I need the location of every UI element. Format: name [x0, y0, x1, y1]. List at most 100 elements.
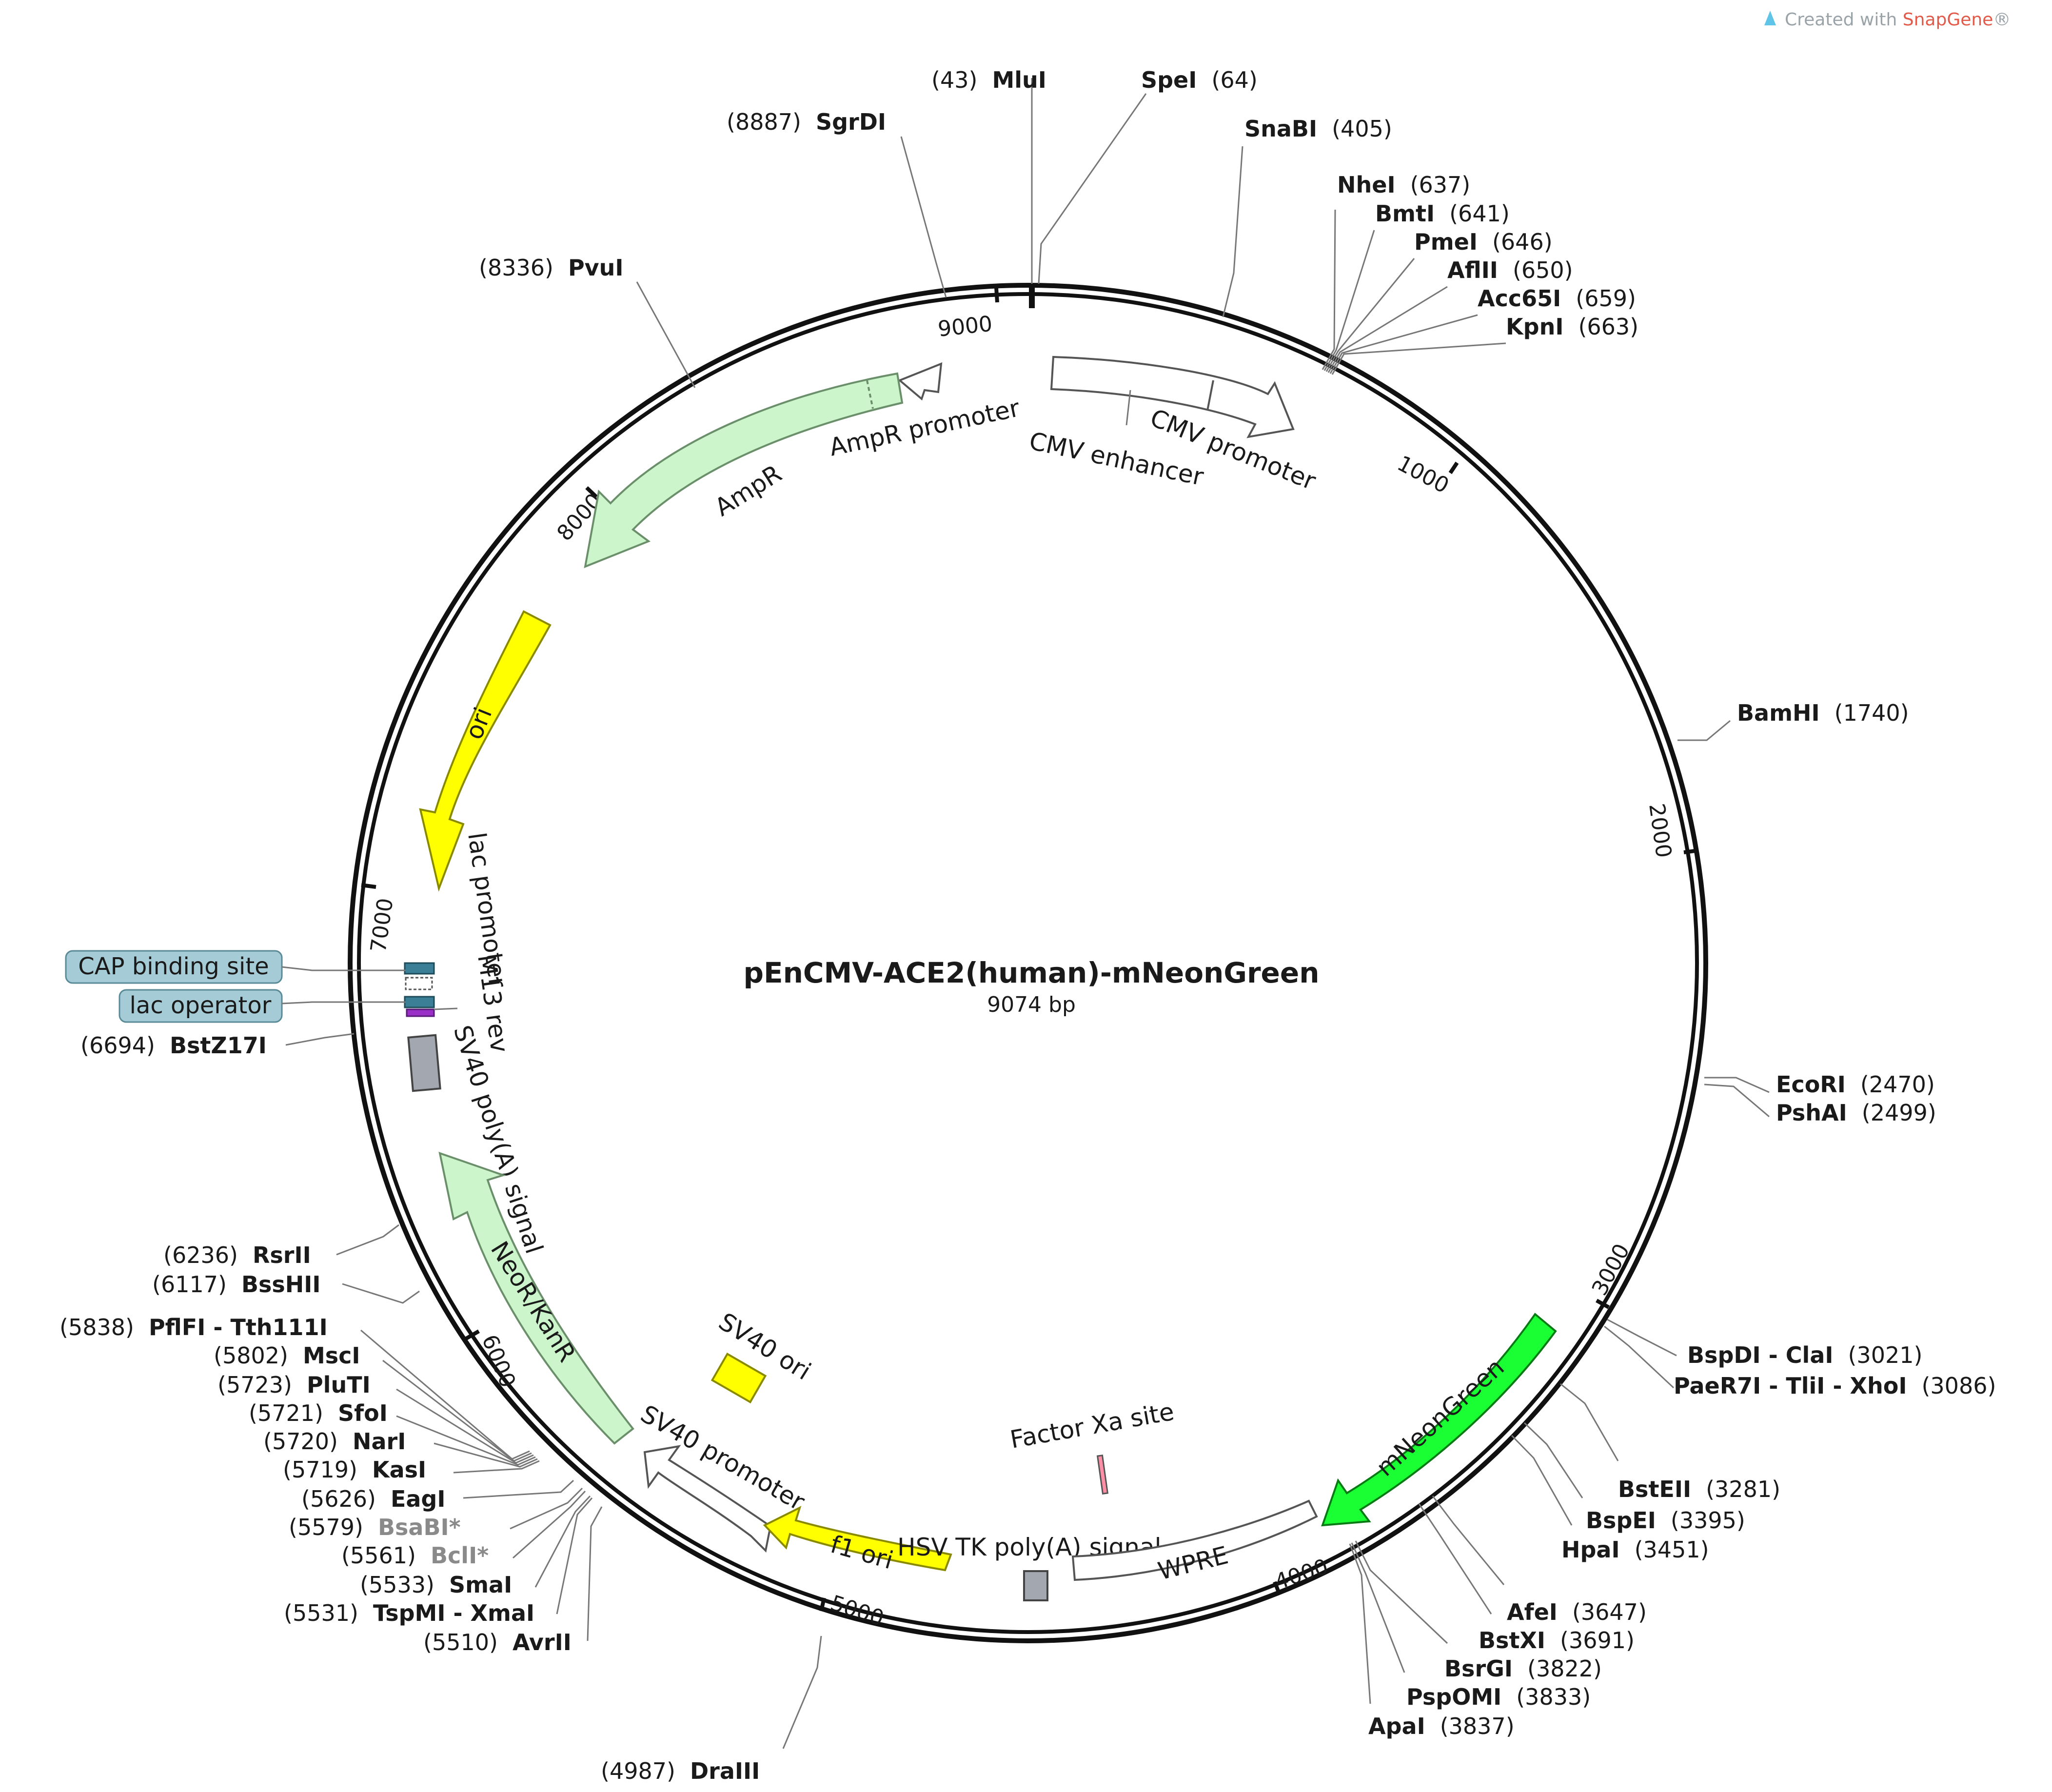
enzyme-sfoi[interactable]: SfoI — [338, 1400, 388, 1426]
enzyme-nari[interactable]: NarI — [353, 1428, 406, 1455]
enzyme-bamhi[interactable]: BamHI — [1737, 700, 1820, 726]
mneongreen-arrow[interactable] — [1321, 1313, 1557, 1527]
svg-text:PshAI(2499): PshAI (2499) — [1776, 1100, 1936, 1126]
enzyme-bmti[interactable]: BmtI — [1375, 200, 1435, 227]
enzyme-pos-nhei: (637) — [1410, 172, 1471, 198]
lac-operator-feature[interactable] — [404, 996, 435, 1008]
enzyme-pos-eagi: (5626) — [301, 1486, 376, 1512]
enzyme-afei[interactable]: AfeI — [1507, 1599, 1558, 1625]
enzyme-pos-kpni: (663) — [1578, 314, 1638, 340]
lac-promoter-feature[interactable] — [405, 977, 433, 990]
lac-operator-leader — [281, 1001, 406, 1004]
enzyme-sgrdi[interactable]: SgrDI — [816, 109, 886, 135]
enzyme-pos-msci: (5802) — [214, 1342, 288, 1369]
svg-text:(8336)PvuI: (8336) PvuI — [479, 255, 624, 281]
enzyme-pos-snabi: (405) — [1332, 116, 1392, 142]
enzyme-bsrgi[interactable]: BsrGI — [1444, 1655, 1513, 1682]
cap-binding-feature[interactable] — [404, 962, 435, 975]
m13-rev-feature[interactable] — [406, 1008, 435, 1017]
wpre-feature[interactable] — [1071, 1499, 1318, 1581]
svg-text:(4987)DraIII: (4987)DraIII — [601, 1758, 760, 1784]
enzyme-bsshii[interactable]: BssHII — [241, 1271, 321, 1298]
sv40-polya-feature[interactable] — [407, 1034, 441, 1092]
enzyme-pos-sfoi: (5721) — [249, 1400, 323, 1426]
ori-arrow[interactable] — [419, 610, 552, 892]
tick-5000: 5000 — [828, 1591, 887, 1631]
enzyme-avrii[interactable]: AvrII — [513, 1629, 572, 1655]
enzyme-mlui[interactable]: MluI — [992, 67, 1046, 93]
enzyme-pos-afei: (3647) — [1572, 1599, 1647, 1625]
svg-text:(5720)NarI: (5720)NarI — [263, 1428, 406, 1455]
enzyme-pos-tspmi-xmai: (5531) — [284, 1600, 358, 1626]
enzyme-bspei[interactable]: BspEI — [1586, 1507, 1656, 1534]
svg-text:(5802)MscI: (5802) MscI — [214, 1342, 360, 1369]
enzyme-kasi[interactable]: KasI — [372, 1457, 426, 1483]
enzyme-aflii[interactable]: AflII — [1447, 257, 1498, 283]
enzyme-pos-bspei: (3395) — [1671, 1507, 1745, 1534]
enzyme-pos-spei: (64) — [1211, 67, 1257, 93]
svg-text:AflII(650): AflII(650) — [1447, 257, 1573, 283]
enzyme-bspdi-clai[interactable]: BspDI - ClaI — [1687, 1342, 1833, 1368]
enzyme-pos-pvui: (8336) — [479, 255, 553, 281]
enzyme-smai[interactable]: SmaI — [449, 1572, 512, 1598]
enzyme-spei[interactable]: SpeI — [1141, 67, 1197, 93]
tick-3000: 3000 — [1587, 1240, 1635, 1300]
f1-ori-arrow[interactable] — [763, 1506, 952, 1572]
enzyme-pos-bamhi: (1740) — [1835, 700, 1909, 726]
enzyme-msci[interactable]: MscI — [303, 1342, 360, 1369]
tick-1000: 1000 — [1393, 451, 1453, 499]
cmv-arrow[interactable] — [1050, 355, 1295, 438]
enzyme-tspmi-xmai[interactable]: TspMI - XmaI — [373, 1600, 534, 1626]
tick-6000: 6000 — [477, 1331, 520, 1391]
hsv-tk-feature[interactable] — [1023, 1570, 1048, 1601]
enzyme-nhei[interactable]: NheI — [1337, 172, 1396, 198]
enzyme-pos-hpai: (3451) — [1635, 1536, 1709, 1563]
enzyme-pluti[interactable]: PluTI — [307, 1372, 371, 1398]
neor-arrow[interactable] — [438, 1151, 634, 1445]
svg-text:PmeI(646): PmeI (646) — [1414, 229, 1553, 255]
enzyme-bcli[interactable]: BclI* — [431, 1542, 489, 1569]
enzyme-acc65i[interactable]: Acc65I — [1478, 285, 1561, 312]
enzyme-pos-pshai: (2499) — [1862, 1100, 1936, 1126]
enzyme-bsteii[interactable]: BstEII — [1618, 1476, 1691, 1502]
tick-9000: 9000 — [937, 312, 994, 342]
enzyme-pmei[interactable]: PmeI — [1414, 229, 1478, 255]
enzyme-apai[interactable]: ApaI — [1368, 1713, 1425, 1739]
tick-7000: 7000 — [366, 897, 398, 954]
svg-text:ApaI(3837): ApaI(3837) — [1368, 1713, 1515, 1739]
enzyme-bstz17i[interactable]: BstZ17I — [170, 1032, 267, 1059]
enzyme-ecori[interactable]: EcoRI — [1776, 1071, 1846, 1098]
enzyme-pos-ecori: (2470) — [1860, 1071, 1935, 1098]
svg-text:NheI(637): NheI (637) — [1337, 172, 1470, 198]
enzyme-bsabi[interactable]: BsaBI* — [378, 1514, 461, 1540]
enzyme-pvui[interactable]: PvuI — [568, 255, 624, 281]
ampr-promoter-arrow[interactable] — [898, 362, 943, 401]
enzyme-eagi[interactable]: EagI — [391, 1486, 446, 1512]
sv40-promoter-arrow[interactable] — [643, 1445, 772, 1553]
svg-text:BsrGI(3822): BsrGI(3822) — [1444, 1655, 1602, 1682]
enzyme-paer7i-tlii-xhoi[interactable]: PaeR7I - TliI - XhoI — [1674, 1373, 1907, 1399]
enzyme-pflfi-tth111i[interactable]: PflFI - Tth111I — [149, 1314, 328, 1340]
enzyme-hpai[interactable]: HpaI — [1561, 1536, 1620, 1563]
enzyme-rsrii[interactable]: RsrII — [253, 1242, 311, 1268]
enzyme-pos-bsshii: (6117) — [152, 1271, 227, 1298]
enzyme-pos-rsrii: (6236) — [163, 1242, 238, 1268]
svg-text:BspEI(3395): BspEI (3395) — [1586, 1507, 1745, 1534]
enzyme-snabi[interactable]: SnaBI — [1244, 116, 1317, 142]
enzyme-pspomi[interactable]: PspOMI — [1406, 1684, 1501, 1710]
svg-text:AfeI(3647): AfeI (3647) — [1507, 1599, 1647, 1625]
enzyme-bstxi[interactable]: BstXI — [1479, 1627, 1545, 1654]
svg-text:(5531)TspMI - XmaI: (5531) TspMI - XmaI — [284, 1600, 534, 1626]
enzyme-pos-pflfi-tth111i: (5838) — [59, 1314, 134, 1340]
plasmid-length: 9074 bp — [987, 992, 1076, 1017]
enzyme-kpni[interactable]: KpnI — [1506, 314, 1563, 340]
factor-xa-feature[interactable] — [1096, 1454, 1109, 1495]
enzyme-pshai[interactable]: PshAI — [1776, 1100, 1847, 1126]
ampr-arrow[interactable] — [584, 372, 904, 569]
enzyme-pos-pmei: (646) — [1492, 229, 1553, 255]
snapgene-watermark: Created with SnapGene® — [1764, 10, 2011, 30]
ampr-label: AmpR — [710, 459, 787, 522]
enzyme-draiii[interactable]: DraIII — [690, 1758, 760, 1784]
factor-xa-label: Factor Xa site — [1008, 1398, 1176, 1454]
sv40-ori-feature[interactable] — [710, 1352, 767, 1404]
